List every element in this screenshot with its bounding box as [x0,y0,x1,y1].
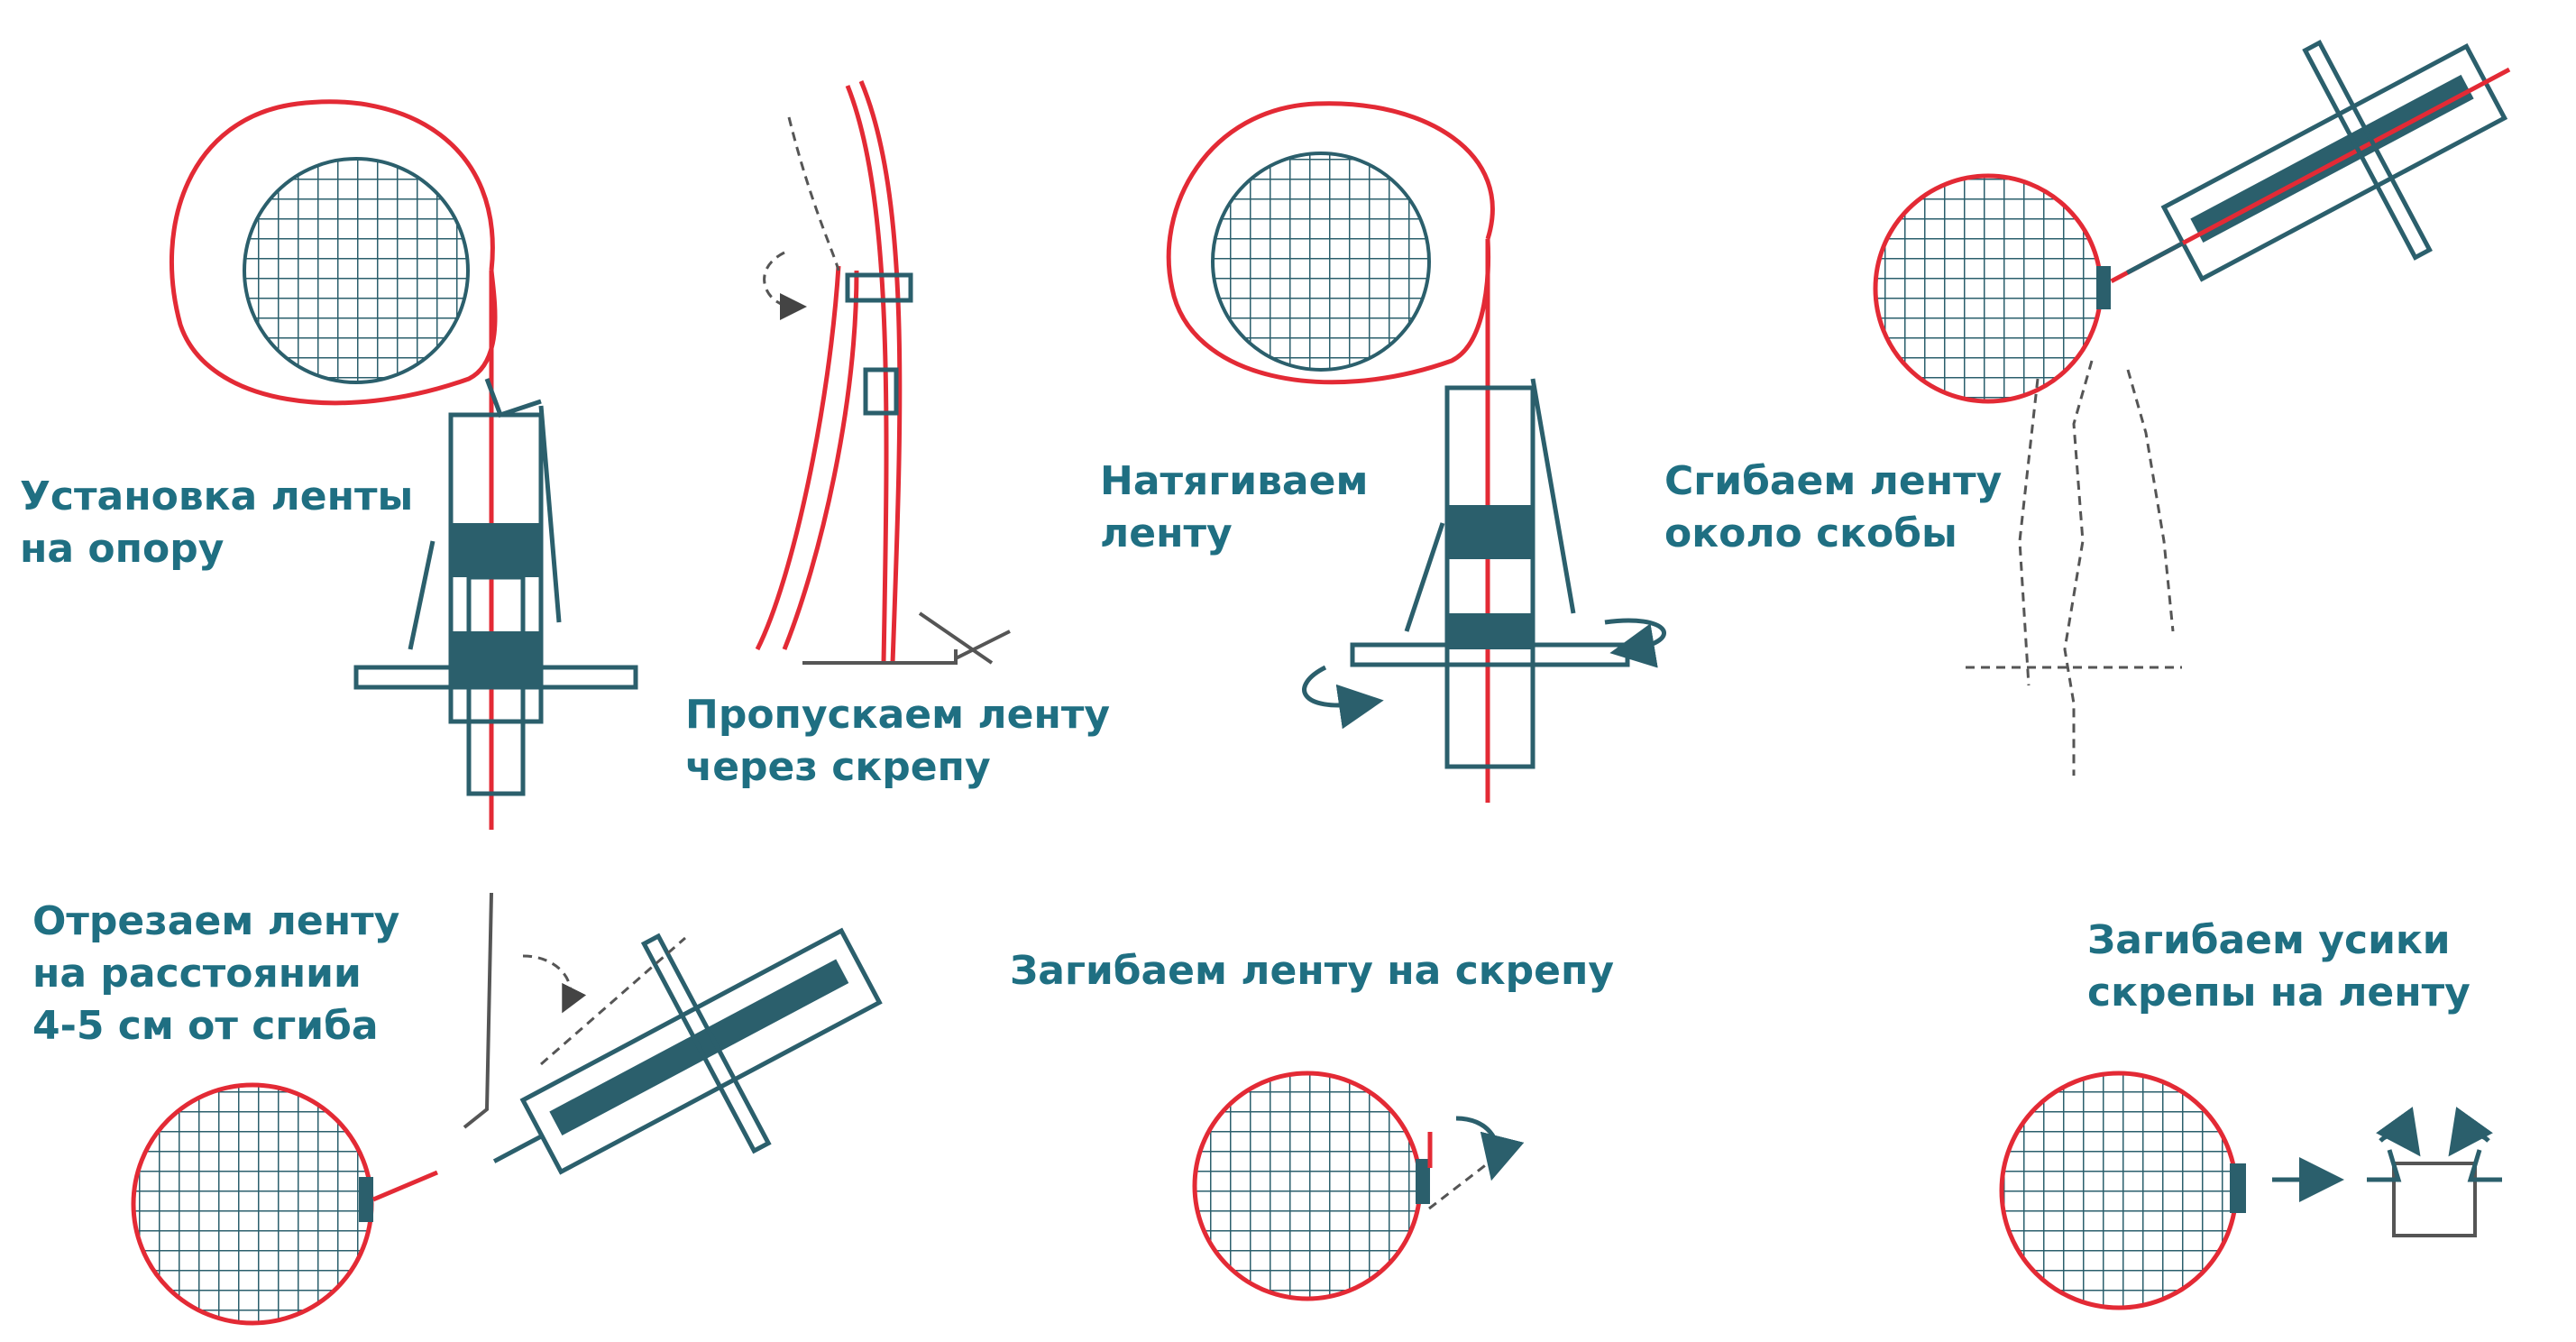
step3-label: Натягиваем ленту [1100,455,1368,560]
step3-line1: Натягиваем [1100,458,1369,504]
step7-label: Загибаем усики скрепы на ленту [2087,915,2471,1019]
step4-line1: Сгибаем ленту [1664,458,2003,504]
step5-line1: Отрезаем ленту [32,898,400,944]
mesh-pipe-icon [1999,1071,2239,1310]
step1-label: Установка ленты на опору [20,471,413,575]
step4-line2: около скобы [1664,510,1957,556]
step2-illustration [755,80,1011,665]
step2-line1: Пропускаем ленту [685,692,1111,738]
mesh-pipe-icon [243,157,470,384]
step4-illustration [1873,40,2511,776]
step4-label: Сгибаем ленту около скобы [1664,455,2002,560]
step2-line2: через скрепу [685,744,991,790]
step3-illustration [1166,101,1666,803]
step5-illustration [131,892,883,1326]
mesh-pipe-icon [1873,173,2104,404]
step5-line2: на расстоянии [32,951,362,997]
mesh-pipe-icon [1192,1071,1423,1301]
step1-line2: на опору [20,526,225,572]
step3-line2: ленту [1100,510,1233,556]
step2-label: Пропускаем ленту через скрепу [685,689,1110,794]
step1-illustration [169,99,638,830]
step5-line3: 4-5 см от сгиба [32,1003,379,1049]
step7-illustration [1999,1071,2502,1310]
step6-line1: Загибаем ленту на скрепу [1010,948,1615,994]
step5-label: Отрезаем ленту на расстоянии 4-5 см от с… [32,896,399,1052]
mesh-pipe-icon [131,1082,374,1326]
mesh-pipe-icon [1211,152,1431,372]
step6-illustration [1192,1071,1525,1301]
step7-line1: Загибаем усики [2087,917,2451,963]
step1-line1: Установка ленты [20,473,414,519]
step7-line2: скрепы на ленту [2087,970,2471,1016]
step6-label: Загибаем ленту на скрепу [1010,945,1614,997]
